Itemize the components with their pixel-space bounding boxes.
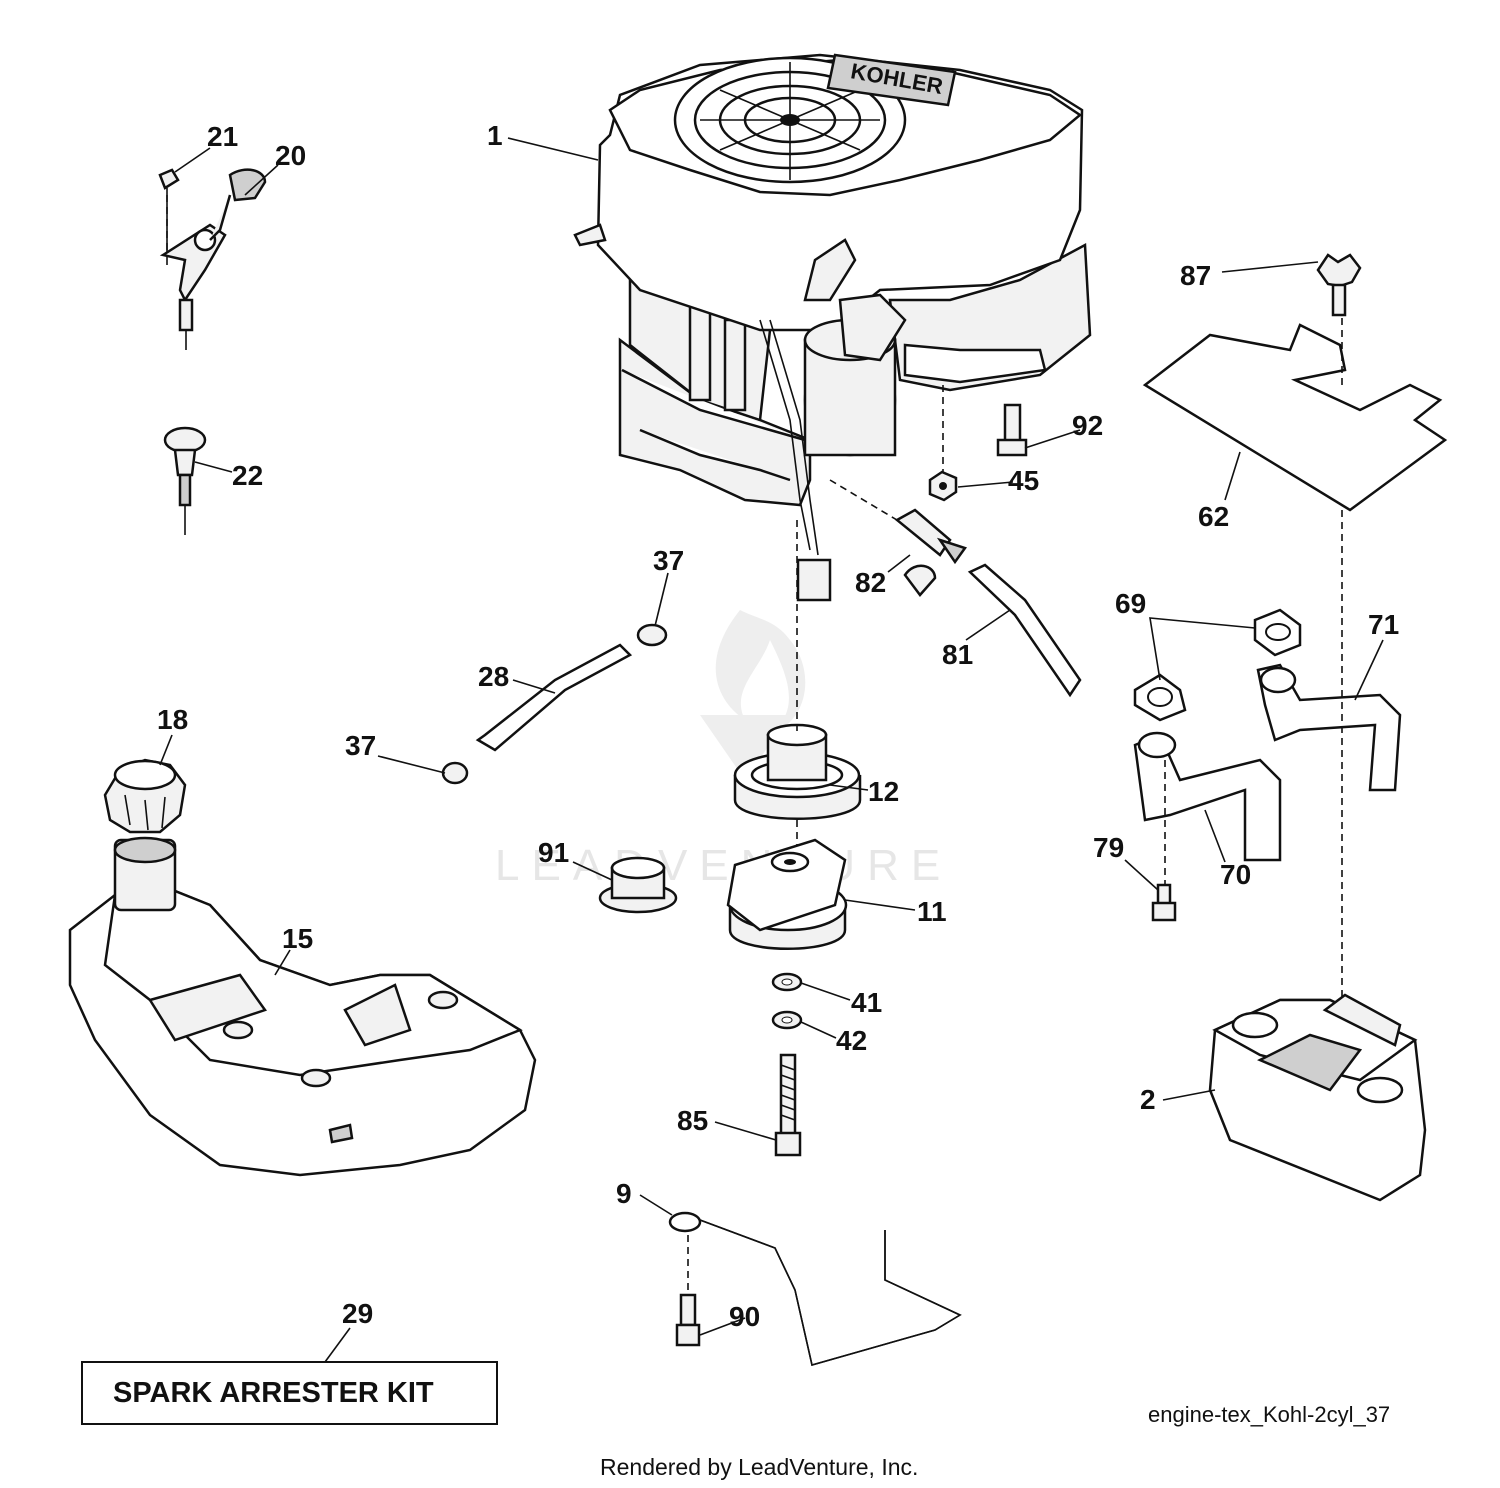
knob-bolt bbox=[1316, 253, 1362, 317]
callout-81: 81 bbox=[942, 639, 973, 670]
bolt-79 bbox=[1151, 883, 1177, 922]
callout-labels: 1 21 20 22 87 92 45 62 37 82 81 28 69 71… bbox=[157, 120, 1399, 1332]
spacer bbox=[598, 856, 678, 914]
spark-arrester-kit-box: SPARK ARRESTER KIT bbox=[81, 1361, 498, 1425]
fuel-cap bbox=[103, 758, 187, 834]
callout-22: 22 bbox=[232, 460, 263, 491]
callout-85: 85 bbox=[677, 1105, 708, 1136]
callout-2: 2 bbox=[1140, 1084, 1156, 1115]
exhaust-gaskets bbox=[1133, 608, 1302, 722]
callout-91: 91 bbox=[538, 837, 569, 868]
callout-29: 29 bbox=[342, 1298, 373, 1329]
support-rod bbox=[668, 1211, 962, 1367]
pulley bbox=[733, 723, 862, 820]
callout-87: 87 bbox=[1180, 260, 1211, 291]
callout-12: 12 bbox=[868, 776, 899, 807]
callout-37-lower: 37 bbox=[345, 730, 376, 761]
render-credit: Rendered by LeadVenture, Inc. bbox=[600, 1454, 918, 1480]
washer-42 bbox=[771, 1010, 803, 1030]
callout-45: 45 bbox=[1008, 465, 1039, 496]
callout-28: 28 bbox=[478, 661, 509, 692]
callout-11: 11 bbox=[917, 896, 947, 927]
oil-drain-fitting bbox=[894, 508, 968, 597]
callout-20: 20 bbox=[275, 140, 306, 171]
callout-71: 71 bbox=[1368, 609, 1399, 640]
watermark-text: LEADVENTURE bbox=[495, 841, 952, 890]
hose-clamp-upper bbox=[636, 623, 668, 647]
choke-knob bbox=[163, 426, 207, 535]
watermark: LEADVENTURE bbox=[495, 610, 952, 890]
callout-21: 21 bbox=[207, 121, 238, 152]
bolt-90 bbox=[675, 1293, 701, 1347]
throttle-bracket bbox=[158, 168, 267, 350]
callout-82: 82 bbox=[855, 567, 886, 598]
fuel-hose bbox=[475, 643, 633, 752]
callout-18: 18 bbox=[157, 704, 188, 735]
heat-shield bbox=[1142, 323, 1448, 512]
callout-92: 92 bbox=[1072, 410, 1103, 441]
callout-79: 79 bbox=[1093, 832, 1124, 863]
callout-1: 1 bbox=[487, 120, 503, 151]
callout-42: 42 bbox=[836, 1025, 867, 1056]
bolt-92 bbox=[996, 403, 1028, 457]
callout-69: 69 bbox=[1115, 588, 1146, 619]
callout-41: 41 bbox=[851, 987, 882, 1018]
callout-37-upper: 37 bbox=[653, 545, 684, 576]
nut-45 bbox=[928, 470, 958, 502]
alignment-lines bbox=[166, 195, 1343, 1295]
fuel-tank bbox=[68, 836, 537, 1177]
callout-90: 90 bbox=[729, 1301, 760, 1332]
leader-lines bbox=[159, 137, 1384, 1363]
muffler bbox=[1208, 993, 1427, 1202]
exhaust-pipe-70 bbox=[1133, 731, 1282, 862]
callout-15: 15 bbox=[282, 923, 313, 954]
bolt-85 bbox=[774, 1053, 802, 1157]
hose-clamp-lower bbox=[441, 761, 469, 785]
pto-clutch bbox=[726, 838, 848, 950]
exhaust-pipe-71 bbox=[1256, 663, 1402, 792]
callout-62: 62 bbox=[1198, 501, 1229, 532]
diagram-id: engine-tex_Kohl-2cyl_37 bbox=[1148, 1402, 1390, 1427]
washer-41 bbox=[771, 972, 803, 992]
kit-label: SPARK ARRESTER KIT bbox=[113, 1377, 434, 1409]
drain-hose bbox=[967, 563, 1082, 698]
callout-70: 70 bbox=[1220, 859, 1251, 890]
callout-9: 9 bbox=[616, 1178, 632, 1209]
engine: KOHLER bbox=[573, 53, 1092, 602]
